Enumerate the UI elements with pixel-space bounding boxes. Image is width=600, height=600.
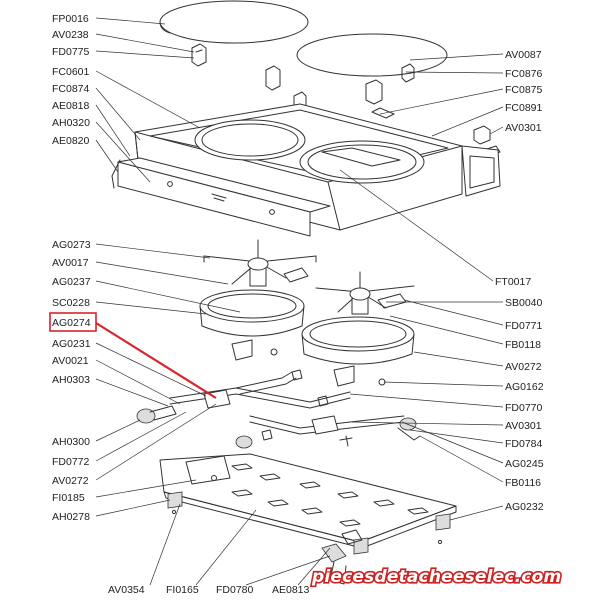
part-label: FC0875 [505, 84, 543, 96]
highlighted-part-label: AG0274 [52, 317, 91, 329]
burner-brackets [231, 339, 386, 387]
part-label: AH0278 [52, 511, 90, 523]
part-label: FB0118 [505, 339, 541, 351]
part-label: FT0017 [495, 276, 531, 288]
part-label: FC0876 [505, 68, 543, 80]
part-label: AG0237 [52, 276, 91, 288]
gas-rail [169, 369, 405, 435]
labels-left: FP0016 AV0238 FD0775 FC0601 FC0874 AE081… [52, 13, 91, 523]
valves [136, 405, 421, 449]
base-feet [167, 491, 451, 555]
part-label: AV0021 [52, 355, 89, 367]
hotplate-cover-left [159, 0, 309, 44]
part-label: SC0228 [52, 297, 90, 309]
leader-lines [95, 17, 504, 586]
part-label: FC0601 [52, 66, 90, 78]
part-label: FD0771 [505, 320, 543, 332]
part-label: FB0116 [505, 477, 541, 489]
part-label: SB0040 [505, 297, 543, 309]
part-label: AE0813 [272, 584, 310, 596]
part-label: FD0775 [52, 46, 90, 58]
watermark-text: piecesdetacheeselec.com [311, 567, 561, 587]
part-label: FP0016 [52, 13, 89, 25]
part-label: FD0780 [216, 584, 254, 596]
part-label: AV0087 [505, 49, 542, 61]
part-label: AE0818 [52, 100, 90, 112]
part-label: AG0232 [505, 501, 544, 513]
front-control-panel [111, 157, 331, 237]
part-label: AH0320 [52, 117, 90, 129]
part-label: AV0354 [108, 584, 145, 596]
burner-ring-left [199, 289, 305, 337]
part-label: AG0231 [52, 338, 91, 350]
part-label: FI0185 [52, 492, 85, 504]
cooktop-housing [134, 103, 501, 231]
part-label: AH0303 [52, 374, 90, 386]
part-label: AV0301 [505, 420, 542, 432]
ignition-unit [321, 529, 363, 585]
part-label: AV0238 [52, 29, 89, 41]
part-label: FC0891 [505, 102, 543, 114]
part-label: FD0770 [505, 402, 543, 414]
part-label: AV0301 [505, 122, 542, 134]
part-label: FI0165 [166, 584, 199, 596]
part-label: FD0784 [505, 438, 543, 450]
part-label: FD0772 [52, 456, 90, 468]
part-label: AH0300 [52, 436, 90, 448]
watermark: piecesdetacheeselec.com [309, 565, 562, 588]
highlight-leader [49, 312, 217, 399]
part-label: AG0245 [505, 458, 544, 470]
burner-spider-left [203, 239, 317, 287]
burner-spider-right [315, 271, 415, 315]
labels-bottom: AV0354 FI0165 FD0780 AE0813 [108, 584, 310, 596]
part-label: AE0820 [52, 135, 90, 147]
part-label: AG0273 [52, 239, 91, 251]
base-plate [159, 453, 457, 549]
part-label: AG0162 [505, 381, 544, 393]
labels-right: AV0087 FC0876 FC0875 FC0891 AV0301 FT001… [495, 49, 544, 513]
burner-ring-right [301, 316, 415, 365]
part-label: AV0272 [52, 475, 89, 487]
part-label: AV0272 [505, 361, 542, 373]
hotplate-cover-right [296, 33, 448, 77]
parts-drawing [111, 0, 501, 585]
part-label: FC0874 [52, 83, 90, 95]
part-label: AV0017 [52, 257, 89, 269]
